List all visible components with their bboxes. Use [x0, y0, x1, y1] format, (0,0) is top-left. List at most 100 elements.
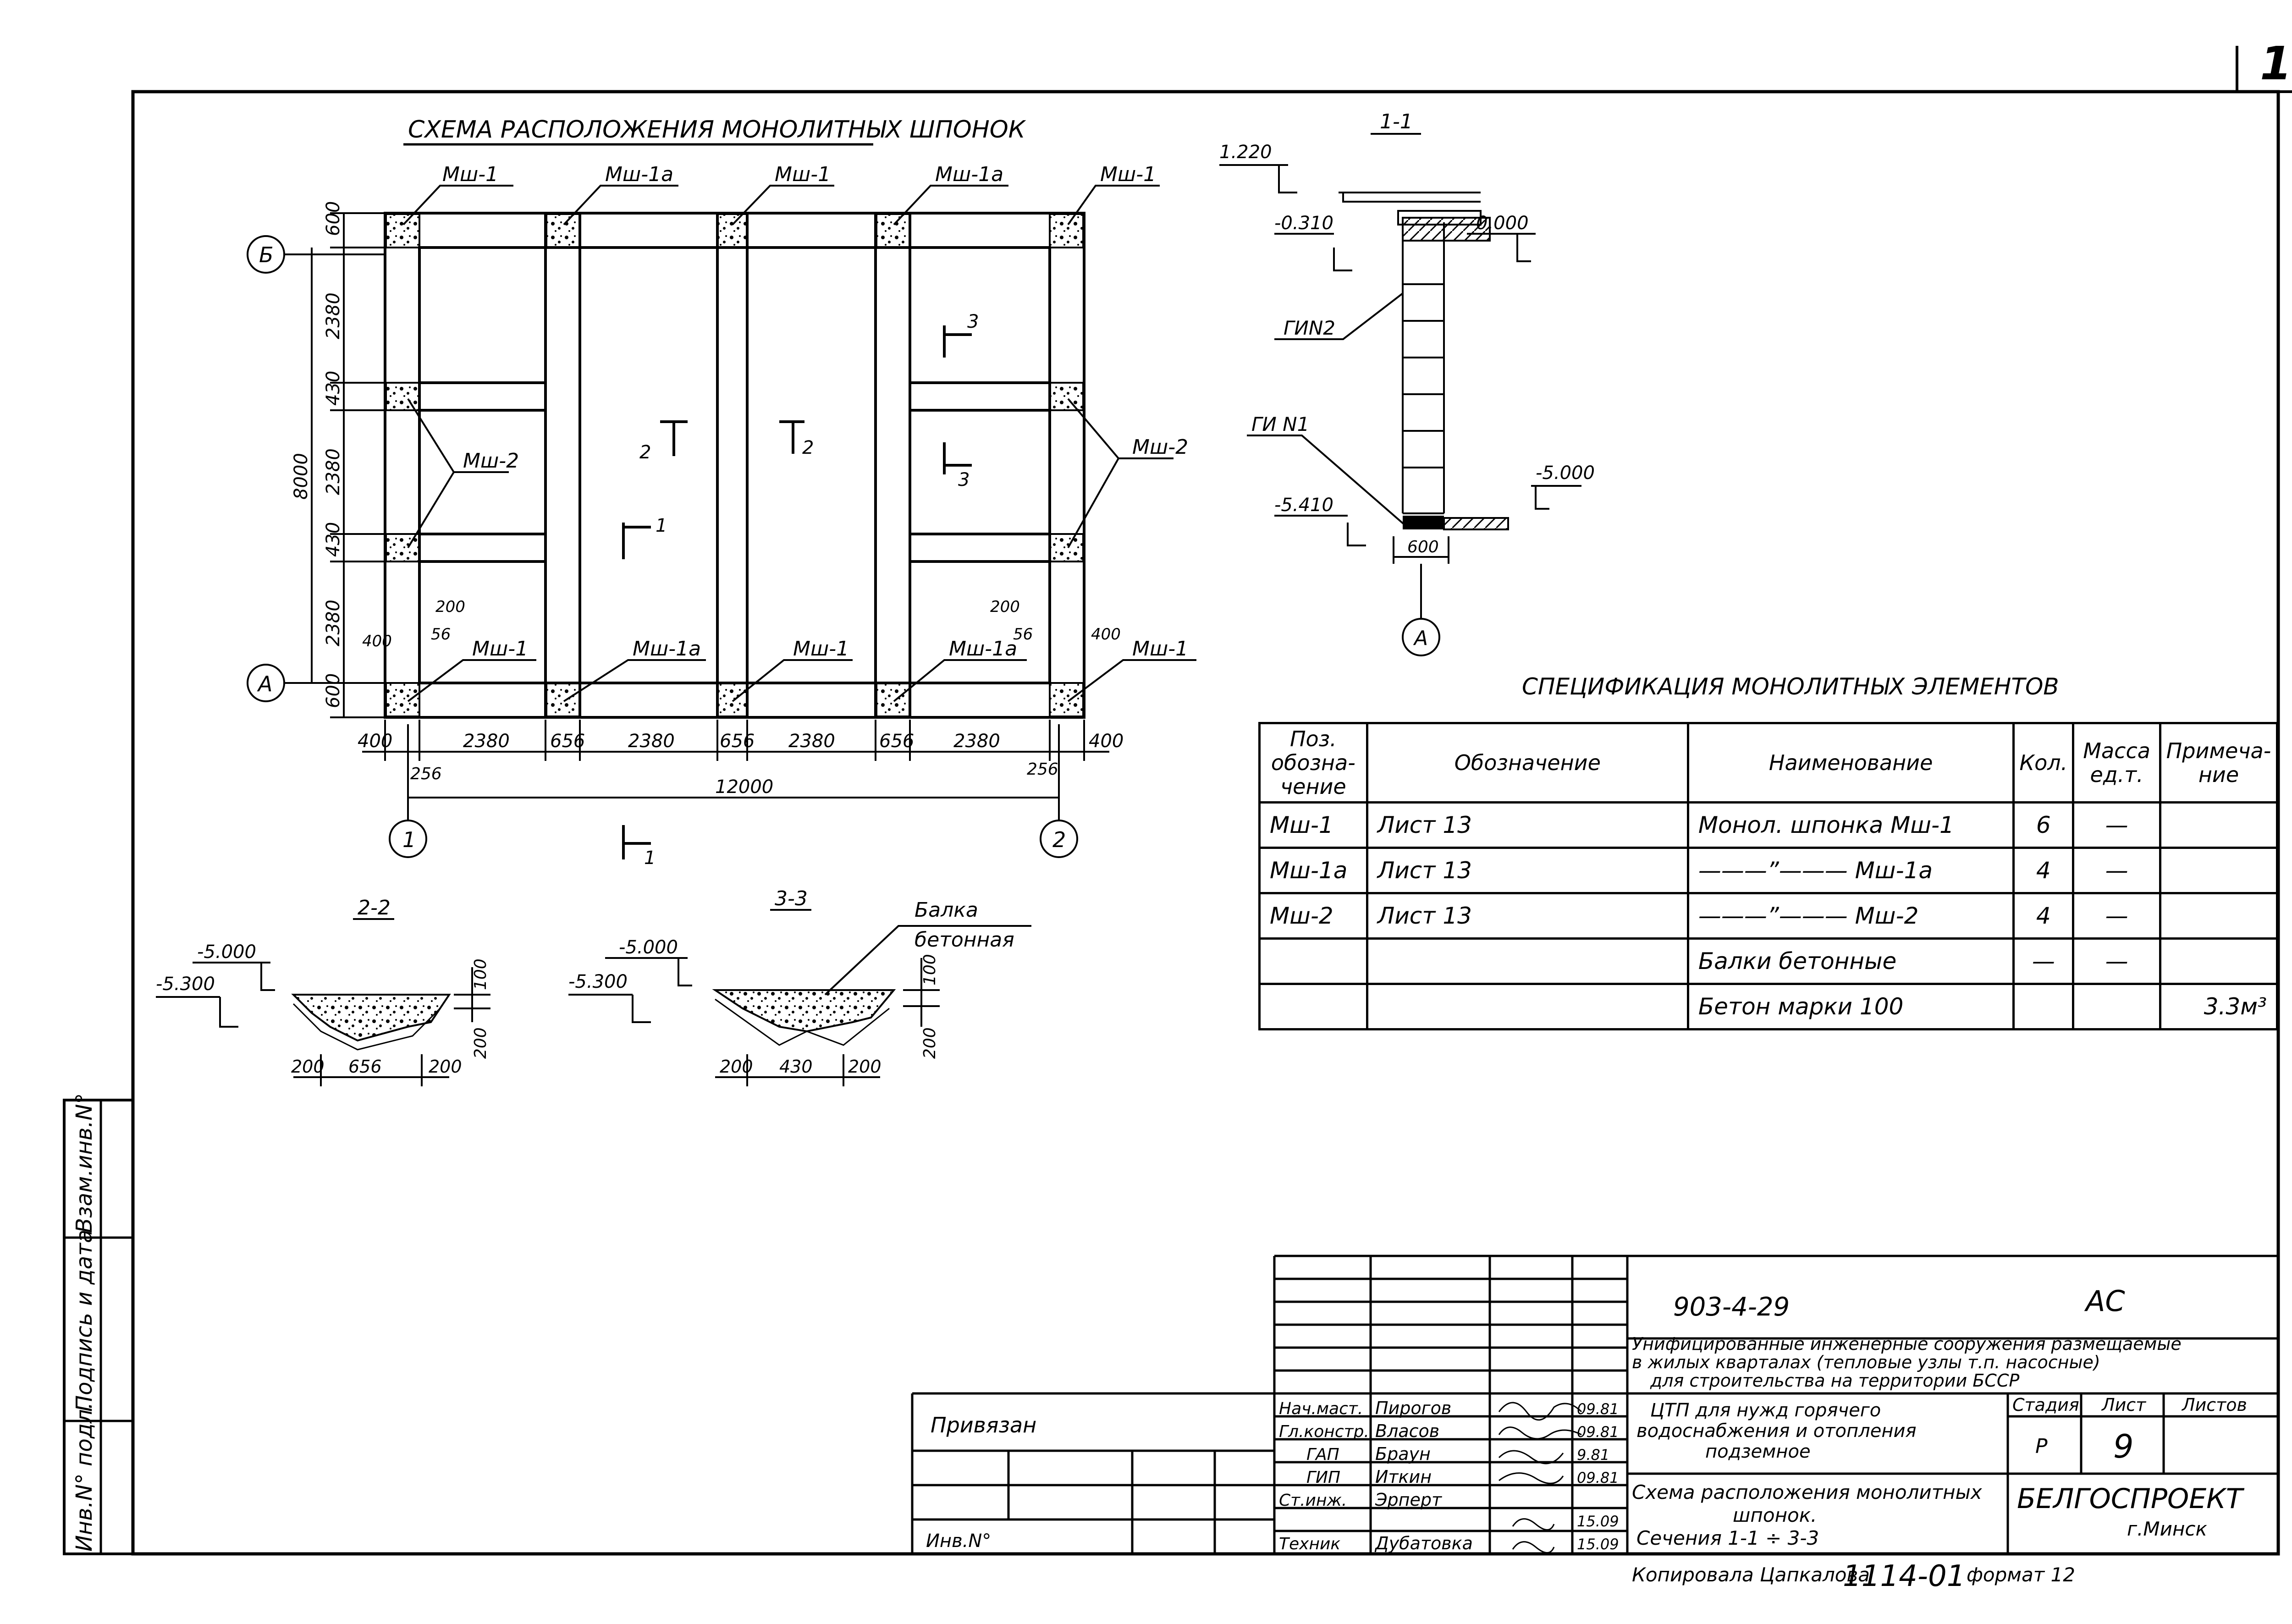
spec-cell: Мш-1: [1258, 801, 1368, 849]
stamp-lists-label: Листов: [2181, 1395, 2247, 1415]
sec22-dim-2: 200: [429, 1057, 462, 1077]
stamp-desc-3: для строительства на территории БССР: [1650, 1371, 2019, 1391]
dim-200-right: 200: [990, 598, 1020, 616]
sidebar-vz-inv: Взам.инв.N°: [72, 1093, 97, 1233]
date-5: 15.09: [1577, 1536, 1619, 1553]
sec11-axis: А: [1413, 627, 1428, 650]
stamp-privyazan: Привязан: [931, 1413, 1036, 1437]
spec-header-4: Масса ед.т.: [2072, 722, 2161, 804]
cut-1-plan-b: 1: [644, 848, 656, 869]
table-row: Мш-1а Лист 13 ———”——— Мш-1а 4 —: [1258, 847, 2279, 894]
spec-cell: —: [2072, 892, 2161, 940]
spec-cell: [2159, 937, 2279, 985]
stamp-code: 903-4-29: [1673, 1292, 1790, 1322]
role-1: Гл.констр.: [1279, 1422, 1369, 1441]
name-1: Власов: [1375, 1421, 1439, 1441]
stamp-list: 9: [2113, 1428, 2134, 1465]
sec11-gin1: ГИ N1: [1251, 413, 1309, 435]
spec-cell: [2012, 983, 2075, 1030]
axis-1: 1: [402, 827, 416, 852]
spec-cell: [1258, 983, 1368, 1030]
left-sidebar: [63, 1099, 134, 1555]
name-0: Пирогов: [1375, 1398, 1451, 1418]
dim-h-4: 656: [720, 731, 755, 752]
label-mw2-left: Мш-2: [463, 449, 519, 473]
spec-cell: [1258, 937, 1368, 985]
spec-cell: 4: [2012, 847, 2075, 894]
dim-h-3: 2380: [628, 731, 675, 752]
sidebar-inv-podl: Инв.N° подл.: [72, 1402, 97, 1552]
axis-b: Б: [259, 242, 274, 267]
dim-200-left: 200: [435, 598, 465, 616]
dim-v-0: 600: [323, 201, 344, 236]
label-bottom-2: Мш-1: [793, 637, 849, 661]
sec22-dim-200v: 200: [471, 1027, 490, 1059]
spec-cell: [2159, 892, 2279, 940]
stamp-desc-2: в жилых кварталах (тепловые узлы т.п. на…: [1632, 1352, 2100, 1372]
sec22-el-a: -5.000: [197, 941, 256, 963]
date-1: 09.81: [1577, 1423, 1619, 1441]
label-mw2-right: Мш-2: [1132, 435, 1188, 459]
sec33-beam-2: бетонная: [915, 928, 1014, 952]
sec11-el-1220: 1.220: [1219, 142, 1272, 163]
date-2: 9.81: [1577, 1446, 1609, 1464]
spec-cell: Мш-2: [1258, 892, 1368, 940]
sec22-dim-1: 656: [348, 1057, 382, 1077]
spec-cell: [2159, 801, 2279, 849]
spec-cell: Мш-1а: [1258, 847, 1368, 894]
stamp-sheet-3: Сечения 1-1 ÷ 3-3: [1636, 1527, 1819, 1549]
sec11-el-0000: 0.000: [1476, 213, 1529, 234]
stamp-org-1: БЕЛГОСПРОЕКТ: [2017, 1483, 2245, 1515]
sec22-el-b: -5.300: [156, 974, 215, 995]
spec-header-row: Поз. обозна- чение Обозначение Наименова…: [1258, 722, 2279, 804]
spec-cell: Лист 13: [1366, 847, 1689, 894]
spec-cell: [2072, 983, 2161, 1030]
dim-h-2: 656: [550, 731, 585, 752]
sec11-el-5410: -5.410: [1274, 495, 1333, 516]
spec-header-3: Кол.: [2012, 722, 2075, 804]
stamp-sheet-1: Схема расположения монолитных: [1632, 1481, 1983, 1503]
dim-v-6: 600: [323, 673, 344, 708]
axis-2: 2: [1052, 827, 1066, 852]
spec-header-0: Поз. обозна- чение: [1258, 722, 1368, 804]
dim-v-total: 8000: [291, 453, 312, 500]
label-bottom-0: Мш-1: [472, 637, 528, 661]
role-3: ГИП: [1306, 1468, 1340, 1487]
spec-header-5: Примеча- ние: [2159, 722, 2279, 804]
dim-v-4: 430: [323, 522, 344, 557]
date-0: 09.81: [1577, 1400, 1619, 1418]
stamp-mark: АС: [2084, 1284, 2125, 1318]
stamp-inv-no: Инв.N°: [926, 1530, 991, 1552]
cut-2-plan-b: 2: [802, 437, 814, 458]
dim-256-left: 256: [410, 765, 442, 783]
plan-keys: [385, 213, 1084, 717]
dim-400-left: 400: [362, 632, 392, 650]
stamp-format: формат 12: [1967, 1563, 2075, 1586]
dim-h-5: 2380: [788, 731, 835, 752]
sec22-dim-0: 200: [291, 1057, 325, 1077]
label-top-0: Мш-1: [442, 163, 498, 186]
spec-header-2: Наименование: [1686, 722, 2015, 804]
spec-cell: 4: [2012, 892, 2075, 940]
sec33-el-b: -5.300: [568, 971, 628, 992]
table-row: Мш-2 Лист 13 ———”——— Мш-2 4 —: [1258, 892, 2279, 940]
name-5: Дубатовка: [1374, 1533, 1473, 1553]
dim-h-7: 2380: [953, 731, 1000, 752]
label-top-4: Мш-1: [1100, 163, 1156, 186]
spec-title: СПЕЦИФИКАЦИЯ МОНОЛИТНЫХ ЭЛЕМЕНТОВ: [1522, 673, 2059, 700]
label-top-1: Мш-1а: [605, 163, 673, 186]
page-number: 10: [2260, 37, 2292, 90]
signatures: [1498, 1402, 1582, 1553]
spec-cell: ———”——— Мш-2: [1686, 892, 2015, 940]
spec-header-1: Обозначение: [1366, 722, 1689, 804]
table-row: Бетон марки 100 3.3м³: [1258, 983, 2279, 1030]
dim-h-8: 400: [1089, 731, 1124, 752]
sec33-dim-200v: 200: [920, 1027, 939, 1059]
spec-cell: [2159, 847, 2279, 894]
spec-cell: —: [2012, 937, 2075, 985]
sec22-dim-100: 100: [471, 958, 490, 990]
name-3: Иткин: [1375, 1467, 1432, 1487]
sec33-dim-100: 100: [920, 954, 939, 985]
spec-table: Поз. обозна- чение Обозначение Наименова…: [1258, 722, 2279, 1030]
sidebar-podpis: Подпись и дата: [72, 1229, 97, 1412]
